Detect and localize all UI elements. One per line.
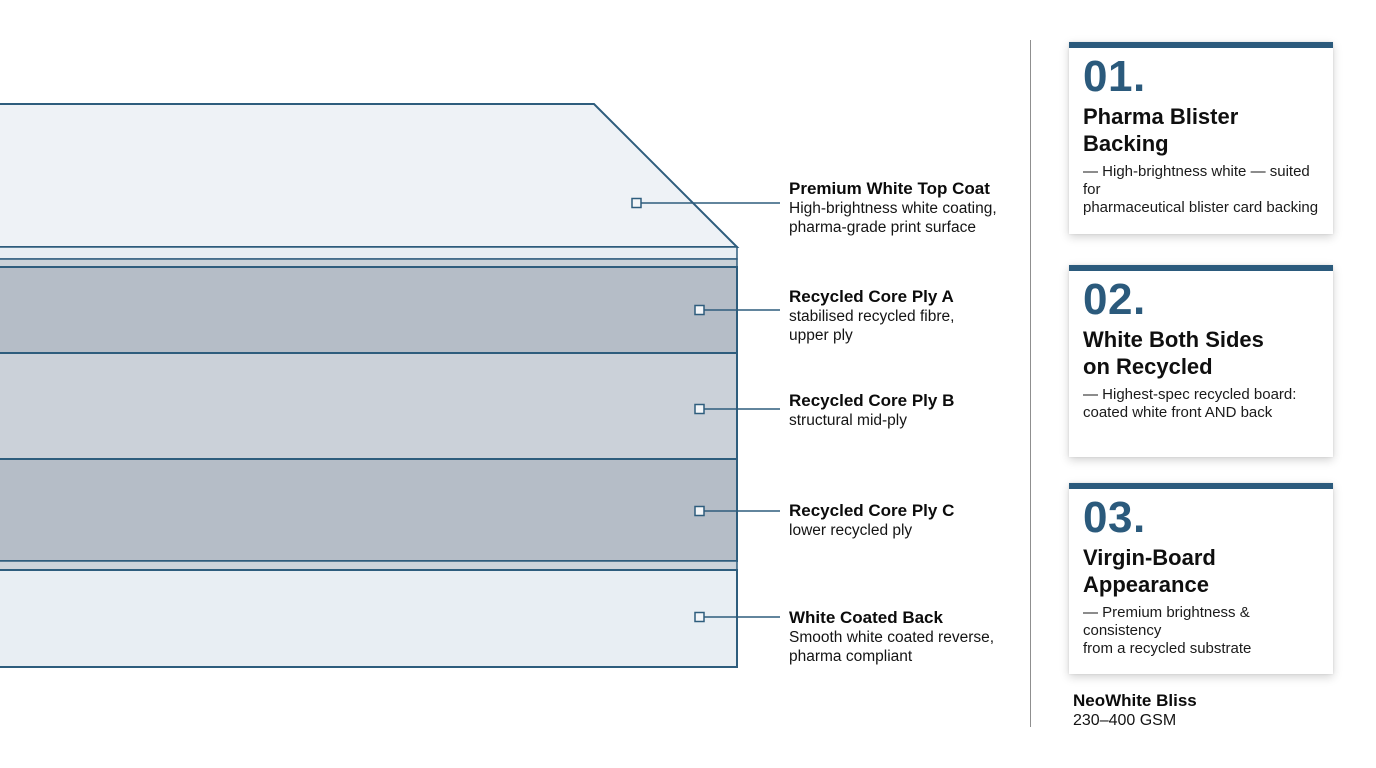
layer-ply-c — [0, 458, 738, 562]
label-ply-a: Recycled Core Ply A stabilised recycled … — [789, 287, 1044, 345]
card-accent-bar — [1069, 42, 1333, 48]
leader-lines — [641, 202, 780, 618]
label-desc: stabilised recycled fibre, upper ply — [789, 308, 955, 344]
marker-ply-a — [694, 304, 705, 316]
marker-ply-b — [694, 403, 705, 415]
layer-ply-b — [0, 352, 738, 460]
card-accent-bar — [1069, 483, 1333, 489]
card-number: 03. — [1083, 493, 1146, 542]
layer-liner-bottom — [0, 560, 738, 571]
product-gsm-range: 230–400 GSM — [1073, 712, 1177, 729]
board-diagram — [0, 103, 780, 668]
label-back-coat: White Coated Back Smooth white coated re… — [789, 608, 1044, 666]
label-desc: lower recycled ply — [789, 522, 913, 539]
feature-card-1: 01. Pharma Blister Backing — High-bright… — [1069, 42, 1333, 234]
product-footer: NeoWhite Bliss 230–400 GSM — [1073, 690, 1197, 731]
card-desc: — High-brightness white — suited for pha… — [1083, 162, 1319, 216]
marker-ply-c — [694, 505, 705, 517]
marker-top-coat — [631, 197, 642, 209]
card-title: Virgin-Board Appearance — [1083, 544, 1216, 597]
label-desc: High-brightness white coating, pharma-gr… — [789, 200, 997, 236]
label-title: Recycled Core Ply A — [789, 287, 954, 306]
layer-back-coat — [0, 569, 738, 668]
label-desc: structural mid-ply — [789, 412, 907, 429]
feature-card-2: 02. White Both Sides on Recycled — Highe… — [1069, 265, 1333, 457]
label-top-coat: Premium White Top Coat High-brightness w… — [789, 179, 1044, 237]
label-ply-b: Recycled Core Ply B structural mid-ply — [789, 391, 1044, 430]
label-title: White Coated Back — [789, 608, 943, 627]
layer-ply-a — [0, 266, 738, 354]
card-number: 01. — [1083, 52, 1146, 101]
product-name: NeoWhite Bliss — [1073, 691, 1197, 710]
board-top-face — [0, 103, 740, 248]
leader-markers — [631, 197, 705, 623]
label-title: Recycled Core Ply B — [789, 391, 955, 410]
card-title: Pharma Blister Backing — [1083, 103, 1239, 156]
layer-liner-top — [0, 258, 738, 268]
label-title: Premium White Top Coat — [789, 179, 990, 198]
layer-top-coat — [0, 246, 738, 260]
vertical-divider — [1030, 40, 1031, 727]
feature-card-3: 03. Virgin-Board Appearance — Premium br… — [1069, 483, 1333, 674]
label-title: Recycled Core Ply C — [789, 501, 955, 520]
card-number: 02. — [1083, 275, 1146, 324]
marker-back — [694, 611, 705, 623]
label-ply-c: Recycled Core Ply C lower recycled ply — [789, 501, 1044, 540]
card-title: White Both Sides on Recycled — [1083, 326, 1264, 379]
label-desc: Smooth white coated reverse, pharma comp… — [789, 629, 995, 665]
card-accent-bar — [1069, 265, 1333, 271]
card-desc: — Premium brightness & consistency from … — [1083, 603, 1252, 657]
card-desc: — Highest-spec recycled board: coated wh… — [1083, 385, 1297, 421]
